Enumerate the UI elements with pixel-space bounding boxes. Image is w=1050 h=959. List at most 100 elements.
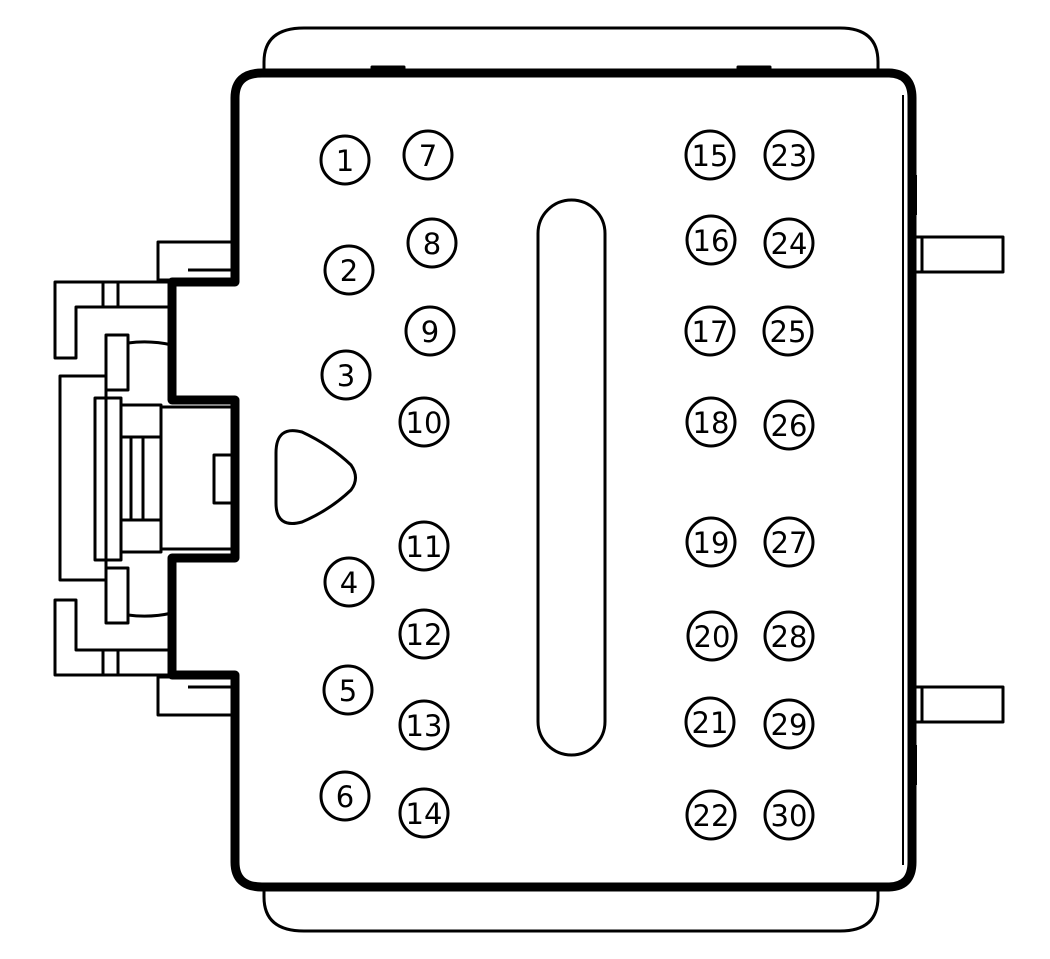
pin-13: 13 (398, 699, 450, 751)
right-tab-top (910, 235, 1005, 274)
pin-5: 5 (322, 664, 374, 716)
latch-spring-top (127, 340, 173, 347)
pin-29: 29 (763, 698, 815, 750)
right-tab-bottom (910, 685, 1005, 724)
latch-block-top (119, 403, 163, 439)
latch-inner-tab (212, 453, 237, 505)
pin-label: 23 (771, 139, 808, 173)
pin-6: 6 (319, 770, 371, 822)
pin-label: 27 (771, 526, 808, 560)
pin-label: 14 (406, 797, 443, 831)
pin-12: 12 (398, 608, 450, 660)
pin-1: 1 (319, 134, 371, 186)
pin-15: 15 (684, 129, 736, 181)
latch-block-bottom (119, 518, 163, 554)
pin-label: 18 (693, 406, 730, 440)
pin-label: 2 (340, 254, 358, 288)
pin-circle (406, 217, 458, 269)
pin-circle (398, 787, 450, 839)
top-cap (262, 26, 880, 72)
pin-circle (762, 305, 814, 357)
pin-circle (323, 556, 375, 608)
pin-circle (684, 696, 736, 748)
pin-label: 22 (693, 799, 730, 833)
pin-30: 30 (763, 789, 815, 841)
latch-body (58, 374, 108, 582)
pin-25: 25 (762, 305, 814, 357)
pin-label: 21 (692, 706, 729, 740)
left-lower-ledge (156, 675, 235, 717)
pin-3: 3 (320, 349, 372, 401)
pin-circle (322, 664, 374, 716)
center-rib-slot (536, 198, 607, 757)
pin-label: 6 (336, 780, 354, 814)
pin-label: 19 (693, 526, 730, 560)
pin-circle (402, 129, 454, 181)
pin-28: 28 (763, 610, 815, 662)
pin-circle (685, 214, 737, 266)
pin-label: 29 (771, 708, 808, 742)
pin-circle (763, 516, 815, 568)
connector-housing (167, 68, 917, 892)
pin-4: 4 (323, 556, 375, 608)
pin-circle (685, 396, 737, 448)
pin-circle (763, 399, 815, 451)
pin-23: 23 (763, 129, 815, 181)
pin-circle (319, 770, 371, 822)
pin-circle (763, 610, 815, 662)
pin-24: 24 (763, 217, 815, 269)
pin-label: 12 (406, 618, 443, 652)
pin-circle (763, 789, 815, 841)
pin-label: 24 (771, 227, 808, 261)
latch-plate (93, 396, 123, 562)
pin-label: 25 (770, 315, 807, 349)
pin-circle (398, 520, 450, 572)
pin-circle (763, 698, 815, 750)
pin-label: 3 (337, 359, 355, 393)
pin-8: 8 (406, 217, 458, 269)
pin-label: 13 (406, 709, 443, 743)
latch-spring-bottom (127, 611, 173, 618)
pin-label: 28 (771, 620, 808, 654)
pin-label: 8 (423, 227, 441, 261)
pin-label: 9 (421, 315, 439, 349)
pin-label: 26 (771, 409, 808, 443)
polarization-key (274, 429, 357, 525)
pin-label: 15 (692, 139, 729, 173)
pin-20: 20 (686, 610, 738, 662)
pin-9: 9 (404, 305, 456, 357)
pin-27: 27 (763, 516, 815, 568)
pin-26: 26 (763, 399, 815, 451)
pin-label: 30 (771, 799, 808, 833)
pin-circle (684, 129, 736, 181)
pin-circle (398, 699, 450, 751)
latch-post-bottom (104, 566, 130, 625)
pin-circle (398, 608, 450, 660)
latch-post-top (104, 333, 130, 392)
pin-17: 17 (684, 305, 736, 357)
pin-label: 5 (339, 674, 357, 708)
pin-circle (323, 244, 375, 296)
pin-label: 10 (406, 406, 443, 440)
pin-group: 1234567891011121314151617181920212223242… (319, 129, 815, 841)
pin-label: 11 (406, 530, 443, 564)
pin-label: 16 (693, 224, 730, 258)
pin-circle (685, 516, 737, 568)
pin-label: 1 (336, 144, 354, 178)
pin-14: 14 (398, 787, 450, 839)
pin-18: 18 (685, 396, 737, 448)
pin-label: 7 (419, 139, 437, 173)
pin-circle (684, 305, 736, 357)
latch-inner-window (159, 405, 237, 551)
left-upper-ledge (156, 240, 235, 282)
latch-arm-bottom (53, 598, 172, 677)
pin-11: 11 (398, 520, 450, 572)
pin-circle (763, 129, 815, 181)
pin-19: 19 (685, 516, 737, 568)
pin-circle (319, 134, 371, 186)
pin-circle (404, 305, 456, 357)
pin-label: 4 (340, 566, 358, 600)
pin-circle (398, 396, 450, 448)
pin-7: 7 (402, 129, 454, 181)
